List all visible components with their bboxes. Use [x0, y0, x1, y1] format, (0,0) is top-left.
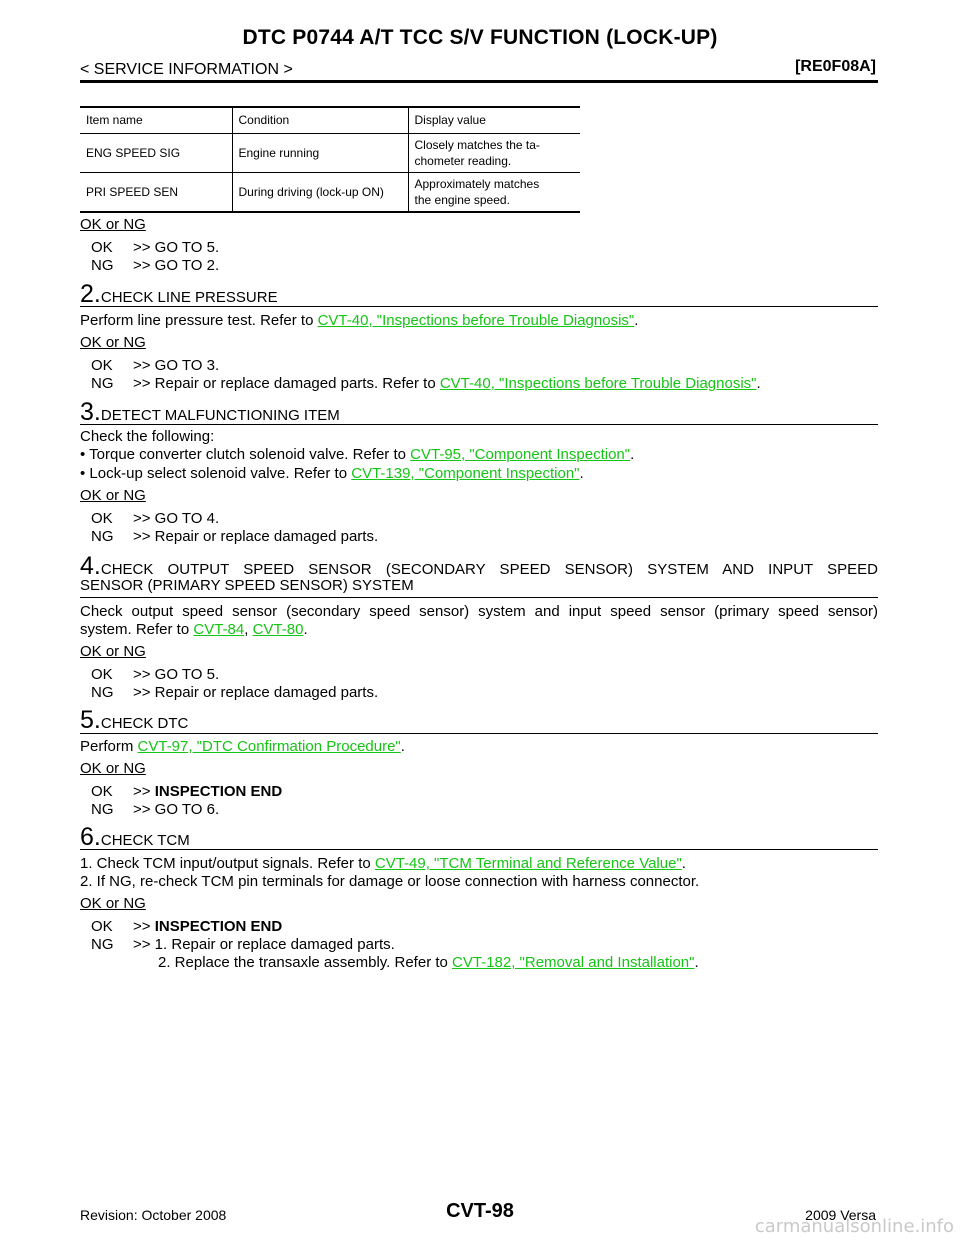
cell-item: PRI SPEED SEN — [80, 172, 232, 213]
step-divider — [80, 849, 878, 850]
step-heading: 4.CHECK OUTPUT SPEED SENSOR (SECONDARY S… — [80, 552, 878, 580]
ng-result: NG>> 1. Repair or replace damaged parts. — [91, 936, 395, 953]
step-instruction: Check the following: — [80, 428, 215, 445]
step-instruction: Check output speed sensor (secondary spe… — [80, 603, 878, 620]
step-instruction: Perform CVT-97, "DTC Confirmation Proced… — [80, 738, 405, 755]
column-header-condition: Condition — [231, 106, 408, 134]
step-heading: 6.CHECK TCM — [80, 823, 190, 851]
transmission-code: [RE0F08A] — [795, 58, 876, 75]
ok-result: OK>> INSPECTION END — [91, 783, 283, 800]
header-divider — [80, 80, 878, 83]
data-monitor-table: Item name Condition Display value ENG SP… — [80, 106, 580, 213]
page-number: CVT-98 — [446, 1200, 514, 1222]
ok-result: OK>> GO TO 5. — [91, 666, 220, 683]
cross-reference-link[interactable]: CVT-40, "Inspections before Trouble Diag… — [317, 312, 635, 329]
column-header-display: Display value — [407, 106, 580, 134]
ok-or-ng-label: OK or NG — [80, 334, 146, 351]
ok-or-ng-label: OK or NG — [80, 216, 146, 233]
cell-condition: Engine running — [231, 133, 408, 173]
ng-result: NG>> Repair or replace damaged parts. Re… — [91, 375, 761, 392]
step-heading-continued: SENSOR (PRIMARY SPEED SENSOR) SYSTEM — [80, 577, 414, 594]
cell-item: ENG SPEED SIG — [80, 133, 232, 173]
model-year: 2009 Versa — [805, 1207, 876, 1223]
ok-result: OK>> GO TO 3. — [91, 357, 220, 374]
cross-reference-link[interactable]: CVT-49, "TCM Terminal and Reference Valu… — [374, 855, 682, 872]
step-instruction-continued: system. Refer to CVT-84, CVT-80. — [80, 621, 308, 638]
table-header-row: Item name Condition Display value — [80, 106, 580, 134]
watermark-text: carmanualsonline.info — [754, 1216, 954, 1237]
ng-result: NG>> Repair or replace damaged parts. — [91, 684, 379, 701]
revision-date: Revision: October 2008 — [80, 1207, 227, 1223]
step-heading: 3.DETECT MALFUNCTIONING ITEM — [80, 398, 340, 426]
cross-reference-link[interactable]: CVT-139, "Component Inspection" — [351, 465, 580, 482]
ng-result: NG>> GO TO 6. — [91, 801, 220, 818]
ng-result: NG>> GO TO 2. — [91, 257, 220, 274]
cross-reference-link[interactable]: CVT-95, "Component Inspection" — [410, 446, 631, 463]
step-heading: 5.CHECK DTC — [80, 706, 189, 734]
ok-or-ng-label: OK or NG — [80, 895, 146, 912]
bullet-item: • Torque converter clutch solenoid valve… — [80, 446, 635, 463]
section-label: < SERVICE INFORMATION > — [80, 61, 293, 78]
step-instruction: Perform line pressure test. Refer to CVT… — [80, 312, 639, 329]
cell-condition: During driving (lock-up ON) — [231, 172, 408, 213]
table-row: PRI SPEED SEN During driving (lock-up ON… — [80, 172, 580, 213]
ok-or-ng-label: OK or NG — [80, 487, 146, 504]
cross-reference-link[interactable]: CVT-84 — [193, 621, 245, 638]
numbered-item: 2. If NG, re-check TCM pin terminals for… — [80, 873, 700, 890]
numbered-item: 1. Check TCM input/output signals. Refer… — [80, 855, 686, 872]
ok-or-ng-label: OK or NG — [80, 760, 146, 777]
step-divider — [80, 424, 878, 425]
column-header-item: Item name — [80, 106, 232, 134]
ok-result: OK>> GO TO 5. — [91, 239, 220, 256]
ng-result: NG>> Repair or replace damaged parts. — [91, 528, 379, 545]
step-heading: 2.CHECK LINE PRESSURE — [80, 280, 278, 308]
cross-reference-link[interactable]: CVT-40, "Inspections before Trouble Diag… — [439, 375, 757, 392]
ok-or-ng-label: OK or NG — [80, 643, 146, 660]
cross-reference-link[interactable]: CVT-97, "DTC Confirmation Procedure" — [137, 738, 401, 755]
ng-result-continued: 2. Replace the transaxle assembly. Refer… — [158, 954, 699, 971]
table-row: ENG SPEED SIG Engine running Closely mat… — [80, 133, 580, 173]
bullet-item: • Lock-up select solenoid valve. Refer t… — [80, 465, 584, 482]
cell-display: Closely matches the ta-chometer reading. — [407, 133, 580, 173]
ok-result: OK>> INSPECTION END — [91, 918, 283, 935]
cross-reference-link[interactable]: CVT-182, "Removal and Installation" — [452, 954, 695, 971]
ok-result: OK>> GO TO 4. — [91, 510, 220, 527]
step-divider — [80, 597, 878, 598]
cross-reference-link[interactable]: CVT-80 — [252, 621, 304, 638]
page-title: DTC P0744 A/T TCC S/V FUNCTION (LOCK-UP) — [242, 26, 718, 49]
step-divider — [80, 733, 878, 734]
step-divider — [80, 306, 878, 307]
